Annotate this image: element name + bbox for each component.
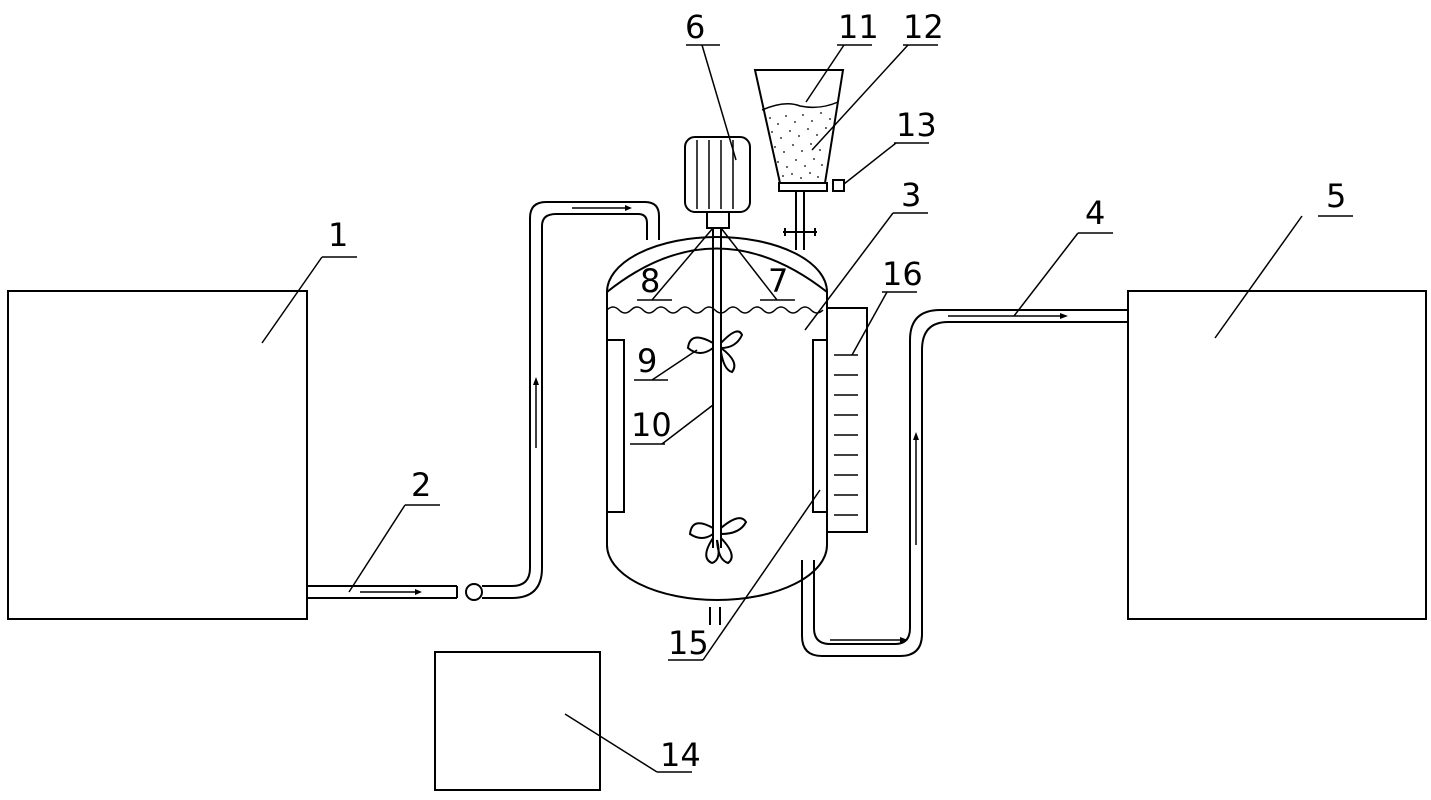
leader-8 bbox=[637, 227, 714, 301]
impeller-9 bbox=[686, 330, 744, 374]
flow-arrow-icon bbox=[415, 589, 422, 595]
baffle-left bbox=[606, 339, 625, 513]
leader-9 bbox=[634, 349, 698, 381]
leader-10 bbox=[630, 404, 714, 445]
label-12: 12 bbox=[903, 8, 944, 46]
leader-13 bbox=[843, 142, 929, 185]
label-15: 15 bbox=[668, 624, 709, 662]
label-4: 4 bbox=[1085, 194, 1105, 232]
leader-5 bbox=[1214, 215, 1353, 339]
label-13: 13 bbox=[896, 106, 937, 144]
flow-arrow-icon bbox=[625, 205, 632, 211]
valve-13 bbox=[778, 182, 828, 192]
leader-3 bbox=[804, 212, 928, 331]
impeller-bottom bbox=[688, 517, 748, 565]
leader-15 bbox=[668, 489, 821, 661]
baffle-right bbox=[812, 339, 828, 513]
pipe-4 bbox=[801, 309, 1128, 657]
liquid-surface bbox=[606, 306, 824, 314]
powder-12 bbox=[769, 112, 831, 179]
label-5: 5 bbox=[1326, 177, 1346, 215]
label-8: 8 bbox=[640, 262, 660, 300]
label-6: 6 bbox=[685, 8, 705, 46]
tank-1 bbox=[7, 290, 308, 620]
tank-5 bbox=[1127, 290, 1427, 620]
label-10: 10 bbox=[631, 406, 672, 444]
flow-arrow-icon bbox=[900, 637, 908, 643]
leader-6 bbox=[686, 44, 737, 161]
feed-hopper-11 bbox=[753, 69, 845, 250]
label-9: 9 bbox=[637, 342, 657, 380]
label-7: 7 bbox=[768, 262, 788, 300]
level-gauge-16 bbox=[826, 307, 868, 533]
pump-icon bbox=[465, 583, 483, 601]
leader-1 bbox=[261, 256, 357, 344]
label-3: 3 bbox=[901, 176, 921, 214]
flow-arrow-icon bbox=[913, 432, 919, 440]
leader-7 bbox=[720, 227, 795, 301]
leader-16 bbox=[851, 291, 917, 356]
label-16: 16 bbox=[882, 255, 923, 293]
stirrer-shaft-10 bbox=[712, 228, 722, 548]
label-11: 11 bbox=[838, 8, 879, 46]
label-2: 2 bbox=[411, 466, 431, 504]
box-14 bbox=[434, 651, 601, 791]
leader-2 bbox=[348, 504, 440, 593]
valve-handle bbox=[832, 179, 845, 192]
leader-4 bbox=[1013, 232, 1113, 317]
label-1: 1 bbox=[328, 216, 348, 254]
leader-11 bbox=[805, 44, 872, 103]
flow-arrow-icon bbox=[533, 377, 539, 385]
leader-14 bbox=[564, 713, 692, 773]
motor-6 bbox=[684, 136, 751, 229]
flow-arrow-icon bbox=[1060, 313, 1068, 319]
pipe-2 bbox=[307, 201, 660, 601]
leader-12 bbox=[811, 44, 938, 151]
reactor-vessel bbox=[606, 236, 828, 625]
label-14: 14 bbox=[660, 736, 701, 774]
